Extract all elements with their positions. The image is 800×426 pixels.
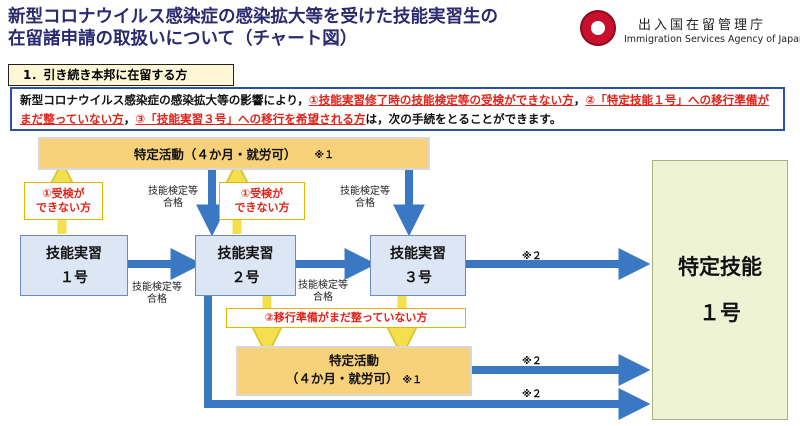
title-line-2: 在留諸申請の取扱いについて（チャート図） <box>8 29 358 49</box>
pass-note-bottom-2-line1: 技能検定等 <box>298 280 348 291</box>
intro-text-4: は，次の手続をとることができます。 <box>365 112 562 126</box>
intro-case-3: ③「技能実習３号」への移行を希望される方 <box>135 112 366 126</box>
intro-text-2: ， <box>573 93 586 107</box>
intro-text-3: ， <box>123 112 136 126</box>
tech-intern-1-box: 技能実習 １号 <box>20 235 128 296</box>
exam-unable-label-2-line2: できない方 <box>234 201 290 214</box>
prep-not-ready-label-text: ②移行準備がまだ整っていない方 <box>264 311 428 324</box>
pass-note-top-2-line1: 技能検定等 <box>340 186 390 197</box>
note-star2-bottom: ※２ <box>522 389 542 400</box>
pass-note-bottom-1: 技能検定等 合格 <box>126 282 188 306</box>
intro-case-2: ②「特定技能１号」への移行準備がまだ整っていない方 <box>20 93 770 126</box>
tech-intern-1-grade: １号 <box>60 269 88 286</box>
special-activity-top-label: 特定活動（４か月・就労可） <box>133 147 297 162</box>
pass-note-top-2-line2: 合格 <box>355 198 375 209</box>
exam-unable-label-1: ①受検が できない方 <box>24 182 103 220</box>
section-label: 1．引き続き本邦に在留する方 <box>8 64 234 86</box>
agency-name-en: Immigration Services Agency of Japan <box>624 34 800 45</box>
special-activity-top: 特定活動（４か月・就労可） ※１ <box>38 137 430 170</box>
pass-note-bottom-2: 技能検定等 合格 <box>292 280 354 304</box>
intro-text-1: 新型コロナウイルス感染症の感染拡大等の影響により， <box>20 93 309 107</box>
special-activity-top-note: ※１ <box>314 150 335 161</box>
special-activity-bottom-note: ※１ <box>402 375 423 386</box>
special-activity-bottom-title: 特定活動 <box>328 353 379 368</box>
specified-skilled-worker-title: 特定技能 <box>678 255 762 279</box>
agency-name-jp: 出入国在留管理庁 <box>638 18 767 33</box>
pass-note-top-2: 技能検定等 合格 <box>334 186 396 210</box>
page-title: 新型コロナウイルス感染症の感染拡大等を受けた技能実習生の 在留諸申請の取扱いにつ… <box>8 6 498 50</box>
note-star2-middle: ※２ <box>522 356 542 367</box>
note-star2-top: ※２ <box>522 251 542 262</box>
agency-block: 出入国在留管理庁 Immigration Services Agency of … <box>580 6 800 52</box>
tech-intern-3-grade: ３号 <box>404 269 432 286</box>
intro-case-1: ①技能実習修了時の技能検定等の受検ができない方 <box>308 93 574 107</box>
pass-note-bottom-2-line2: 合格 <box>313 292 333 303</box>
tech-intern-3-box: 技能実習 ３号 <box>370 235 466 296</box>
exam-unable-label-2: ①受検が できない方 <box>219 182 305 220</box>
intro-text: 新型コロナウイルス感染症の感染拡大等の影響により，①技能実習修了時の技能検定等の… <box>10 87 785 131</box>
arrow-tg2-bottom-to-final <box>204 296 651 420</box>
pass-note-bottom-1-line2: 合格 <box>147 294 167 305</box>
specified-skilled-worker-grade: １号 <box>699 301 741 325</box>
specified-skilled-worker-box: 特定技能 １号 <box>652 160 788 420</box>
tech-intern-2-grade: ２号 <box>231 269 260 286</box>
prep-not-ready-label: ②移行準備がまだ整っていない方 <box>226 308 466 328</box>
tech-intern-2-box: 技能実習 ２号 <box>195 235 296 296</box>
special-activity-bottom: 特定活動 （４か月・就労可）※１ <box>236 346 472 396</box>
tech-intern-2-title: 技能実習 <box>217 245 274 262</box>
exam-unable-label-2-line1: ①受検が <box>240 187 284 200</box>
pass-note-top-1-line2: 合格 <box>163 198 183 209</box>
agency-seal-icon <box>580 10 616 46</box>
pass-note-bottom-1-line1: 技能検定等 <box>132 282 182 293</box>
pass-note-top-1: 技能検定等 合格 <box>142 186 204 210</box>
tech-intern-3-title: 技能実習 <box>390 245 446 262</box>
exam-unable-label-1-line1: ①受検が <box>42 187 85 200</box>
tech-intern-1-title: 技能実習 <box>46 245 102 262</box>
special-activity-bottom-period: （４か月・就労可） <box>285 371 399 386</box>
exam-unable-label-1-line2: できない方 <box>36 201 91 214</box>
pass-note-top-1-line1: 技能検定等 <box>148 186 198 197</box>
special-activity-bottom-sub: （４か月・就労可）※１ <box>286 370 422 390</box>
title-line-1: 新型コロナウイルス感染症の感染拡大等を受けた技能実習生の <box>8 7 498 27</box>
